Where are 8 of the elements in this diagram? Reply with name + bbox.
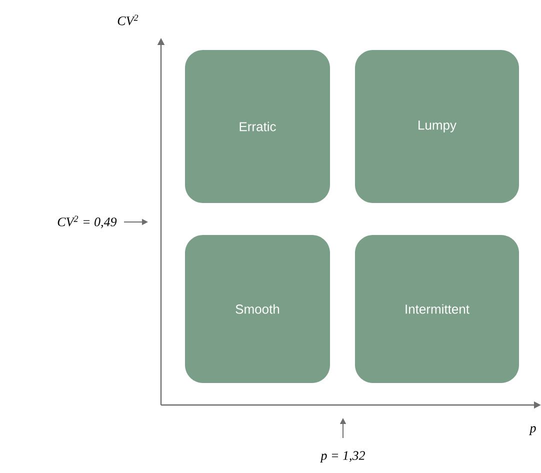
axis-label: CV$^{2}$ xyxy=(118,14,138,26)
axis-label: CV$^{2}$ = 0,49 xyxy=(58,216,117,228)
axis-label: p xyxy=(528,426,536,436)
category-box: Intermittent xyxy=(355,235,519,383)
category-box: Lumpy xyxy=(355,50,519,203)
category-box: Erratic xyxy=(185,50,330,203)
category-box: Smooth xyxy=(185,235,330,383)
axis-label: p = 1,32 xyxy=(320,451,365,463)
